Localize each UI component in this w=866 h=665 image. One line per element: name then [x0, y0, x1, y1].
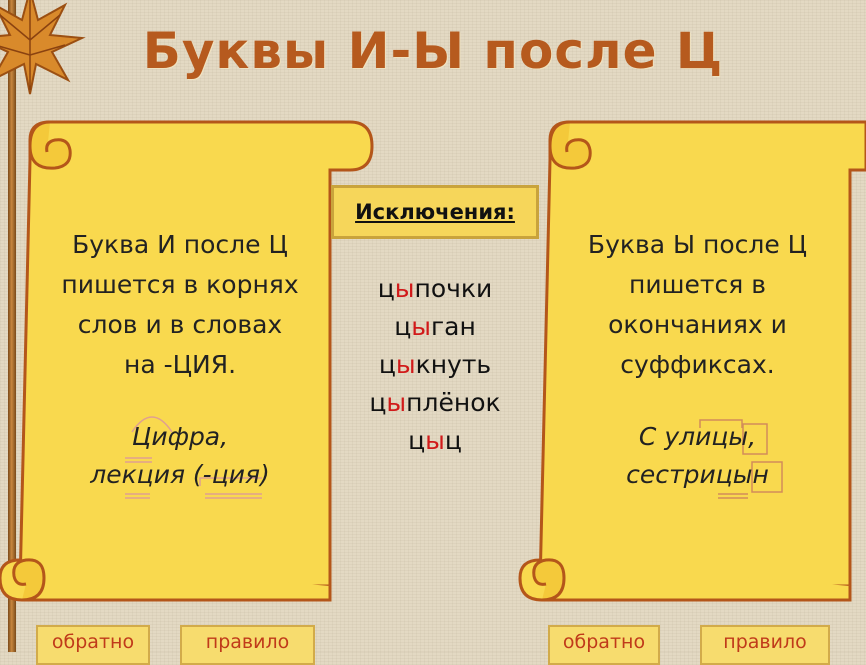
- rule-line: суффиксах.: [620, 350, 775, 379]
- exceptions-list: цыпочки цыган цыкнуть цыплёнок цыц: [330, 270, 540, 460]
- rule-button-right[interactable]: правило: [700, 625, 830, 665]
- back-button-right[interactable]: обратно: [548, 625, 660, 665]
- rule-line: слов и в словах: [77, 310, 283, 339]
- exception-word: цыц: [408, 426, 462, 455]
- exception-word: цыпочки: [377, 274, 493, 303]
- rule-line: пишется в: [629, 270, 766, 299]
- exception-word: цыкнуть: [378, 350, 492, 379]
- exception-word: цыплёнок: [369, 388, 501, 417]
- left-examples: Цифра, лекция (-ция): [30, 418, 330, 494]
- rule-line: Буква И после Ц: [72, 230, 288, 259]
- rule-line: пишется в корнях: [61, 270, 299, 299]
- exceptions-header-box: Исключения:: [331, 185, 539, 239]
- example-line: лекция (-ция): [90, 460, 270, 489]
- exceptions-label: Исключения:: [355, 200, 515, 224]
- example-line: С улицы,: [638, 422, 757, 451]
- rule-button-left[interactable]: правило: [180, 625, 315, 665]
- page-title: Буквы И-Ы после Ц: [142, 22, 724, 80]
- right-examples: С улицы, сестрицын: [545, 418, 850, 494]
- example-line: сестрицын: [626, 460, 769, 489]
- back-button-left[interactable]: обратно: [36, 625, 150, 665]
- rule-line: Буква Ы после Ц: [587, 230, 808, 259]
- exception-word: цыган: [394, 312, 476, 341]
- morpheme-marks-right: [699, 419, 783, 499]
- morpheme-marks-left: [125, 416, 262, 499]
- autumn-leaf-icon: [0, 0, 86, 95]
- decorative-rail: [8, 0, 16, 652]
- right-rule-text: Буква Ы после Ц пишется в окончаниях и с…: [545, 225, 850, 385]
- rule-line: окончаниях и: [608, 310, 787, 339]
- left-rule-text: Буква И после Ц пишется в корнях слов и …: [30, 225, 330, 385]
- rule-line: на -ЦИЯ.: [123, 350, 237, 379]
- left-scroll: [0, 120, 374, 602]
- right-scroll: [518, 120, 866, 602]
- example-line: Цифра,: [131, 422, 229, 451]
